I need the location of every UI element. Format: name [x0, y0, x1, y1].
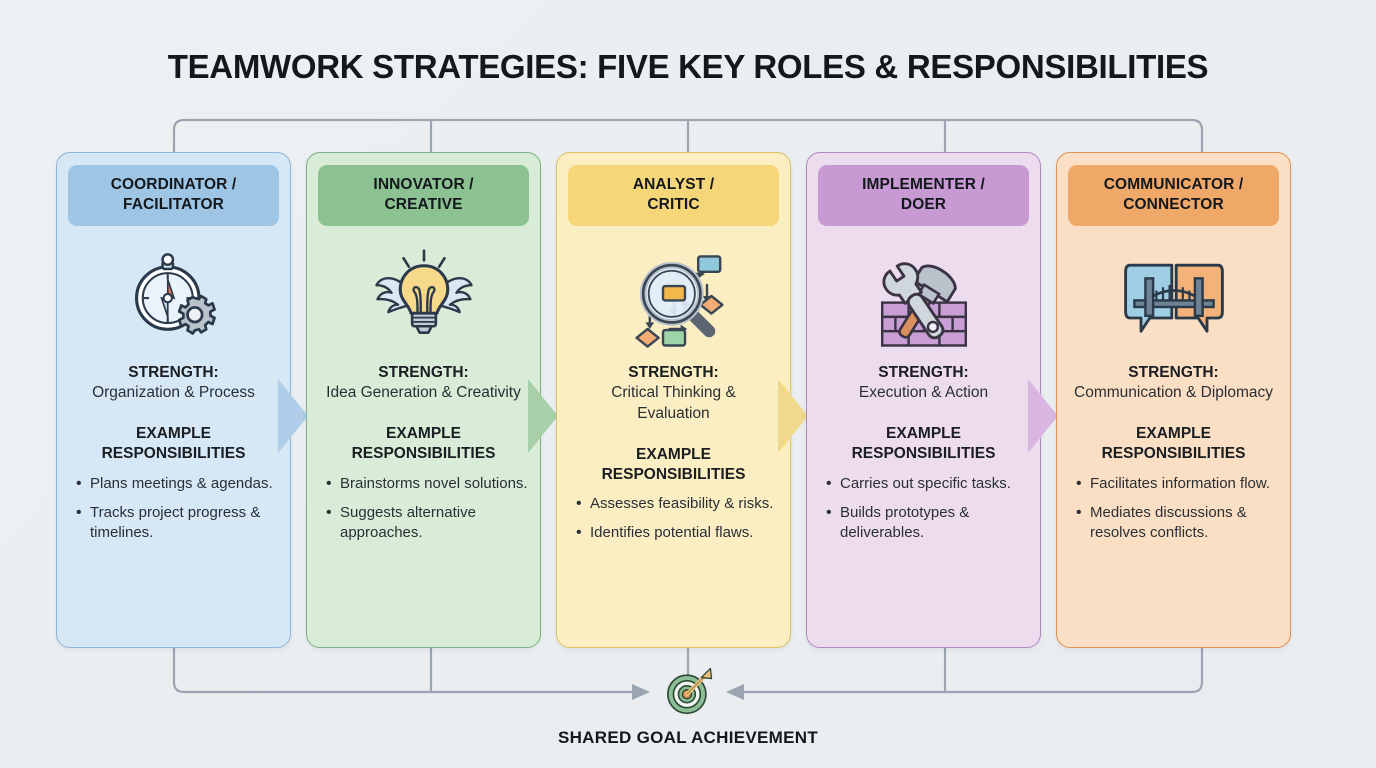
- responsibilities-label: EXAMPLE RESPONSIBILITIES: [352, 424, 496, 464]
- strength-label: STRENGTH:: [378, 364, 469, 382]
- responsibilities-label: EXAMPLE RESPONSIBILITIES: [602, 445, 746, 485]
- shared-goal-label: SHARED GOAL ACHIEVEMENT: [557, 728, 819, 747]
- strength-value: Critical Thinking & Evaluation: [611, 384, 736, 423]
- role-card-header: IMPLEMENTER / DOER: [818, 165, 1029, 227]
- role-card-analyst[interactable]: ANALYST / CRITIC: [556, 152, 808, 648]
- list-item: Plans meetings & agendas.: [74, 473, 279, 494]
- speech-bubbles-bridge-icon: [1118, 240, 1230, 352]
- role-card-coordinator[interactable]: COORDINATOR / FACILITATOR: [56, 152, 308, 648]
- list-item: Assesses feasibility & risks.: [574, 493, 779, 514]
- responsibilities-label-line1: EXAMPLE: [636, 445, 711, 463]
- role-card-communicator[interactable]: COMMUNICATOR / CONNECTOR: [1056, 152, 1291, 648]
- strength-value: Execution & Action: [858, 384, 989, 402]
- responsibilities-label-line1: EXAMPLE: [386, 425, 461, 443]
- role-card-innovator[interactable]: INNOVATOR / CREATIVE: [306, 152, 558, 648]
- list-item: Suggests alternative approaches.: [324, 502, 529, 543]
- roles-row: COORDINATOR / FACILITATOR: [56, 152, 1320, 648]
- role-card-header: COMMUNICATOR / CONNECTOR: [1068, 165, 1279, 227]
- strength-value: Communication & Diplomacy: [1074, 384, 1273, 402]
- role-title-line1: COMMUNICATOR /: [1103, 176, 1244, 193]
- responsibilities-list: Carries out specific tasks. Builds proto…: [818, 473, 1029, 552]
- list-item: Facilitates information flow.: [1074, 473, 1279, 494]
- page-title: TEAMWORK STRATEGIES: FIVE KEY ROLES & RE…: [167, 48, 1209, 85]
- role-title-line1: COORDINATOR /: [110, 176, 237, 193]
- role-title-line2: CONNECTOR: [1123, 196, 1224, 214]
- role-title-line1: IMPLEMENTER /: [862, 176, 985, 193]
- strength-label: STRENGTH:: [628, 364, 719, 382]
- role-title-line1: INNOVATOR /: [373, 176, 474, 193]
- responsibilities-label-line2: RESPONSIBILITIES: [101, 444, 246, 462]
- responsibilities-label-line2: RESPONSIBILITIES: [351, 444, 496, 462]
- list-item: Builds prototypes & deliverables.: [824, 502, 1029, 543]
- list-item: Carries out specific tasks.: [824, 473, 1029, 494]
- list-item: Identifies potential flaws.: [574, 522, 779, 543]
- role-title-line2: CRITIC: [647, 196, 700, 214]
- strength-label: STRENGTH:: [1128, 364, 1219, 382]
- role-title-line2: DOER: [900, 196, 947, 214]
- responsibilities-list: Plans meetings & agendas. Tracks project…: [68, 473, 279, 552]
- list-item: Mediates discussions & resolves conflict…: [1074, 502, 1279, 543]
- responsibilities-label-line2: RESPONSIBILITIES: [1101, 444, 1246, 462]
- responsibilities-list: Brainstorms novel solutions. Suggests al…: [318, 473, 529, 552]
- role-card-implementer[interactable]: IMPLEMENTER / DOER: [806, 152, 1058, 648]
- magnifier-flowchart-icon: [618, 240, 730, 352]
- responsibilities-label-line1: EXAMPLE: [136, 425, 211, 443]
- shared-goal-block: SHARED GOAL ACHIEVEMENT: [0, 664, 1376, 748]
- role-card-header: COORDINATOR / FACILITATOR: [68, 165, 279, 227]
- strength-label: STRENGTH:: [128, 364, 219, 382]
- responsibilities-label: EXAMPLE RESPONSIBILITIES: [852, 424, 996, 464]
- strength-label: STRENGTH:: [878, 364, 969, 382]
- strength-value: Organization & Process: [92, 384, 255, 402]
- list-item: Brainstorms novel solutions.: [324, 473, 529, 494]
- responsibilities-label-line2: RESPONSIBILITIES: [601, 465, 746, 483]
- role-card-header: ANALYST / CRITIC: [568, 165, 779, 227]
- role-title-line2: CREATIVE: [384, 196, 463, 214]
- responsibilities-label-line2: RESPONSIBILITIES: [851, 444, 996, 462]
- list-item: Tracks project progress & timelines.: [74, 502, 279, 543]
- role-title-line2: FACILITATOR: [123, 196, 224, 214]
- hammer-wrench-bricks-icon: [868, 240, 980, 352]
- winged-lightbulb-icon: [368, 240, 480, 352]
- responsibilities-label-line1: EXAMPLE: [886, 425, 961, 443]
- responsibilities-label: EXAMPLE RESPONSIBILITIES: [102, 424, 246, 464]
- responsibilities-list: Assesses feasibility & risks. Identifies…: [568, 493, 779, 552]
- strength-value: Idea Generation & Creativity: [326, 384, 521, 402]
- target-arrow-icon: [667, 667, 713, 715]
- role-title-line1: ANALYST /: [632, 176, 715, 193]
- responsibilities-list: Facilitates information flow. Mediates d…: [1068, 473, 1279, 552]
- responsibilities-label-line1: EXAMPLE: [1136, 425, 1211, 443]
- responsibilities-label: EXAMPLE RESPONSIBILITIES: [1102, 424, 1246, 464]
- role-card-header: INNOVATOR / CREATIVE: [318, 165, 529, 227]
- compass-gear-icon: [118, 240, 230, 352]
